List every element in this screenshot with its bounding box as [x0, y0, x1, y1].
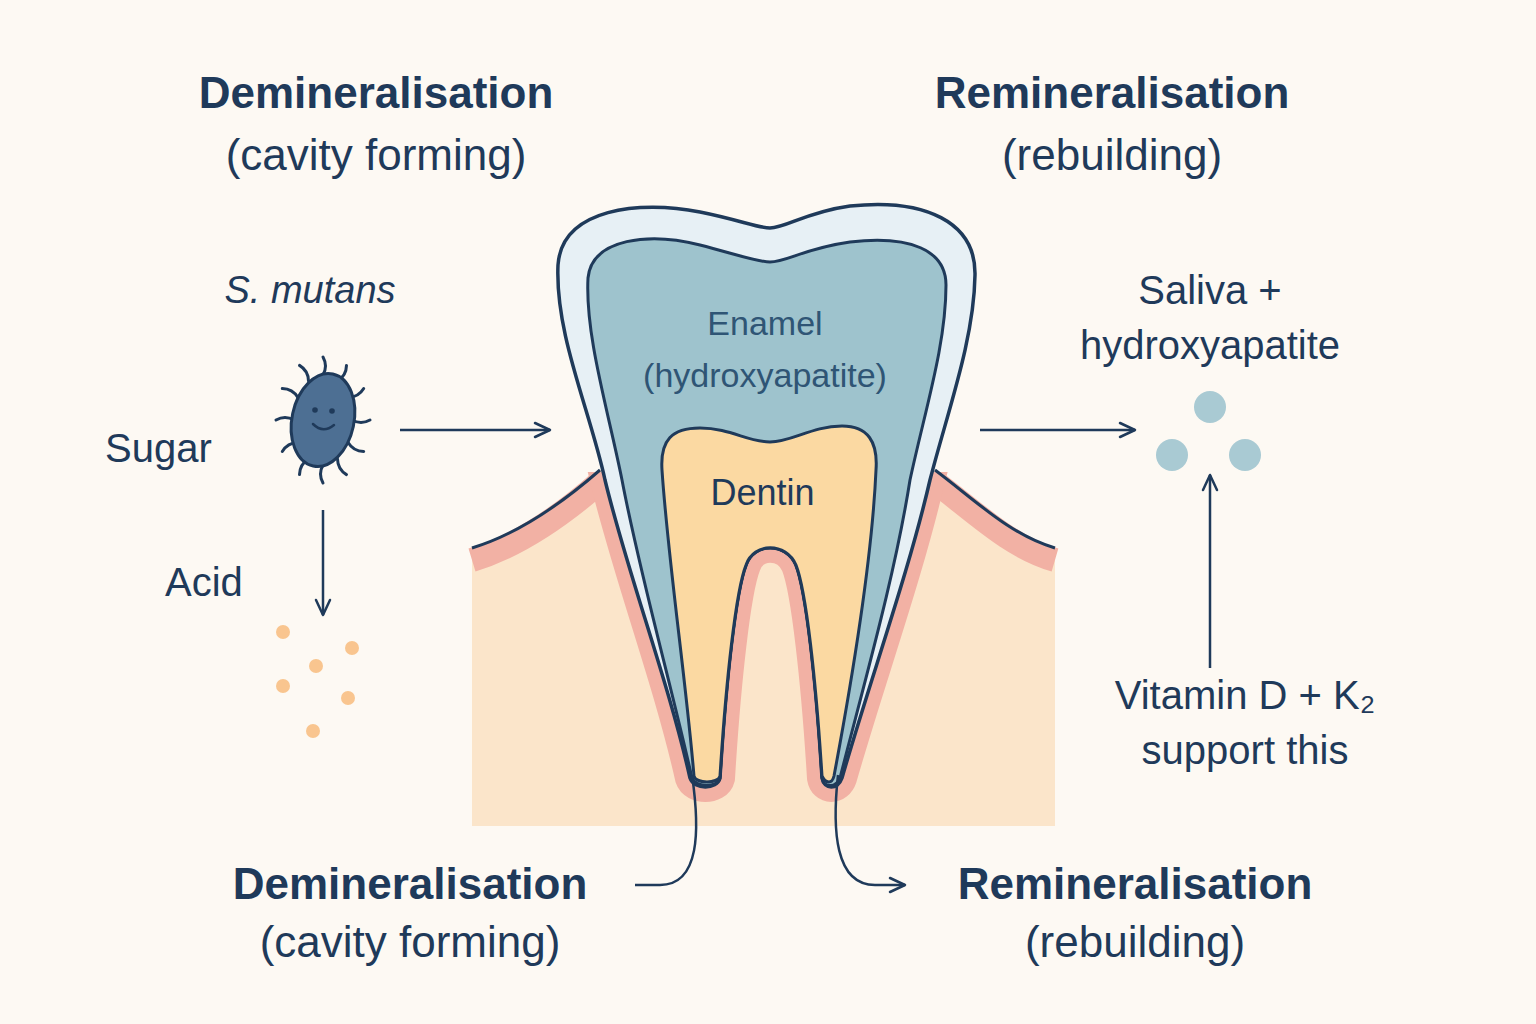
bacterium-eye	[312, 407, 318, 413]
acid-cluster-drawing	[276, 625, 359, 738]
leader-line	[635, 775, 696, 885]
bacterium-node-drawing	[276, 357, 370, 483]
section-heading: Remineralisation (rebuilding)	[887, 62, 1337, 186]
flow-arrow	[1209, 475, 1212, 668]
mineral-dot	[1156, 439, 1188, 471]
bacterium-node: S. mutans	[220, 265, 400, 510]
enamel-body	[588, 239, 946, 786]
acid-dot	[276, 625, 290, 639]
enamel-outer	[558, 204, 975, 787]
enamel-shape: Enamel (hydroxyapatite) Dentin	[550, 195, 980, 795]
dentin-shape: Dentin	[650, 420, 875, 780]
enamel-shape-drawing	[558, 204, 975, 787]
flow-arrow	[400, 429, 550, 432]
flow-arrow	[322, 510, 325, 615]
mineral-cluster-outline	[1135, 380, 1285, 475]
mineral-dot	[1229, 439, 1261, 471]
leader-arrow	[836, 775, 905, 885]
process-label: Remineralisation (rebuilding)	[910, 855, 1360, 971]
flow-arrow	[980, 429, 1135, 432]
bacterium-smile	[313, 424, 334, 429]
bacterium-eye	[329, 408, 335, 414]
acid-cluster-outline	[170, 615, 370, 745]
dentin-label: Dentin	[650, 470, 875, 516]
mineral-cluster: Saliva + hydroxyapatite	[1135, 380, 1285, 475]
acid-dot	[309, 659, 323, 673]
acid-dot	[345, 641, 359, 655]
acid-dot	[306, 724, 320, 738]
vitamin-note: Vitamin D + K₂ support this	[1075, 668, 1415, 783]
process-label: Demineralisation (cavity forming)	[185, 855, 635, 971]
saliva-label: Saliva + hydroxyapatite	[1025, 263, 1395, 373]
cilium	[300, 365, 309, 381]
gum-around-tooth	[558, 472, 975, 787]
vitamin-label: Vitamin D + K₂ support this	[1075, 668, 1415, 778]
section-heading: Demineralisation (cavity forming)	[151, 62, 601, 186]
bacterium-body	[283, 368, 363, 473]
mineral-cluster-drawing	[1156, 391, 1261, 471]
acid-label: Acid	[165, 557, 295, 607]
cilium	[282, 389, 298, 398]
enamel-label: Enamel (hydroxyapatite)	[615, 297, 915, 401]
input-label: Sugar	[105, 423, 255, 473]
mineral-dot	[1194, 391, 1226, 423]
cilium	[338, 459, 347, 475]
acid-dot	[276, 679, 290, 693]
acid-cluster: Acid	[170, 615, 370, 745]
organism-name: S. mutans	[220, 267, 400, 313]
acid-dot	[341, 691, 355, 705]
cilium	[348, 443, 364, 452]
